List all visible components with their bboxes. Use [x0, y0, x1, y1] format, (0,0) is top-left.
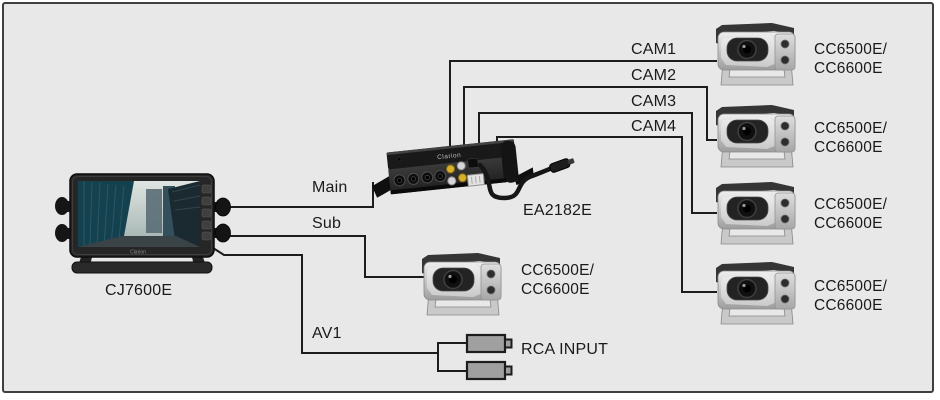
- cam3-line: [478, 112, 717, 214]
- unit-cable-plug: [549, 158, 575, 173]
- sub-connection-label: Sub: [312, 215, 342, 232]
- cam1-connection-label: CAM1: [631, 41, 677, 58]
- av1-connection-label: AV1: [312, 325, 342, 342]
- rca-bracket-line: [437, 342, 466, 372]
- unit-rca-jacks: [446, 161, 468, 186]
- camera-sub-model-label: CC6500E/ CC6600E: [521, 262, 595, 298]
- camera-2-model-label: CC6500E/ CC6600E: [814, 120, 888, 156]
- monitor-model-label: CJ7600E: [105, 282, 173, 299]
- monitor-buttons: [201, 184, 212, 241]
- cam4-connection-label: CAM4: [631, 118, 677, 135]
- unit-din-connectors: [393, 170, 447, 187]
- monitor-left-knob-2: [55, 224, 69, 242]
- monitor-stand: [71, 261, 213, 274]
- cam2-line: [463, 86, 717, 153]
- camera-4-model-label: CC6500E/ CC6600E: [814, 278, 888, 314]
- main-connection-label: Main: [312, 179, 348, 196]
- monitor-brand-text: Clarion: [130, 250, 146, 256]
- monitor-illustration: Clarion: [55, 173, 231, 274]
- cam1-line: [449, 60, 717, 155]
- camera-3-model-label: CC6500E/ CC6600E: [814, 196, 888, 232]
- monitor-left-knob-1: [55, 197, 69, 215]
- camera-3-illustration: [715, 181, 796, 245]
- unit-cable: [477, 162, 557, 201]
- unit-model-label: EA2182E: [523, 202, 593, 219]
- monitor-sub-connector: [215, 223, 231, 243]
- camera-2-illustration: [715, 104, 796, 168]
- unit-brand-text: Clarion: [437, 152, 462, 161]
- camera-1-illustration: [715, 22, 796, 86]
- diagram-panel: Clarion Clarion: [2, 2, 934, 393]
- main-line: [224, 182, 374, 208]
- sub-line: [224, 235, 424, 278]
- rca-plug-top: [465, 333, 507, 354]
- rca-plugs-illustration: [465, 333, 513, 381]
- cam4-line: [496, 136, 717, 293]
- camera-4-illustration: [715, 261, 796, 325]
- cam3-connection-label: CAM3: [631, 93, 677, 110]
- av1-line: [209, 245, 437, 354]
- camera-1-model-label: CC6500E/ CC6600E: [814, 41, 888, 77]
- cam2-connection-label: CAM2: [631, 67, 677, 84]
- rca-plug-bottom: [465, 360, 507, 381]
- control-unit-illustration: Clarion: [371, 139, 575, 201]
- monitor-main-connector: [215, 197, 231, 217]
- rca-input-label: RCA INPUT: [521, 341, 609, 358]
- monitor-screen: [78, 181, 201, 248]
- camera-sub-illustration: [421, 252, 502, 316]
